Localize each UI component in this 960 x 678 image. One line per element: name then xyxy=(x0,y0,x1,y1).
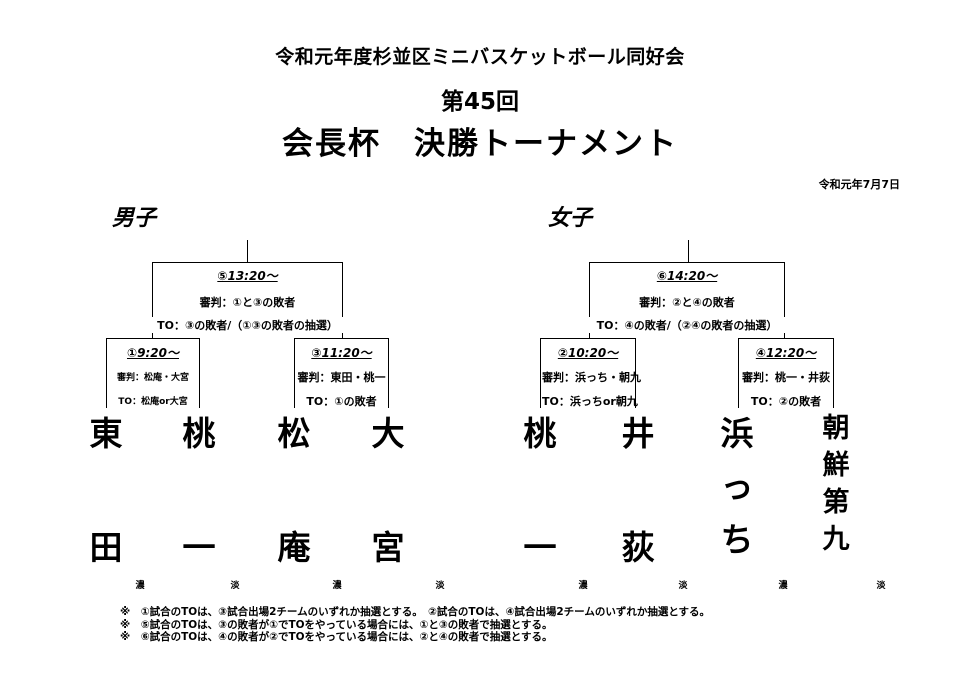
bracket-line xyxy=(388,338,389,408)
team-name: 大宮 xyxy=(371,414,405,567)
team-name: 松庵 xyxy=(277,414,311,567)
uniform-shade: 濃 xyxy=(578,581,588,591)
footnotes: ※ ①試合のTOは、③試合出場2チームのいずれか抽選とする。 ②試合のTOは、④… xyxy=(120,606,710,644)
bracket-line xyxy=(635,338,636,408)
bracket-line xyxy=(738,338,834,339)
page-title: 会長杯 決勝トーナメント xyxy=(282,126,678,162)
boys-final-to: TO：③の敗者/（①③の敗者の抽選） xyxy=(148,317,347,333)
boys-match3-time: ③11:20～ xyxy=(311,346,372,360)
organization-name: 令和元年度杉並区ミニバスケットボール同好会 xyxy=(275,46,685,68)
bracket-line xyxy=(688,240,689,262)
girls-section-label: 女子 xyxy=(548,206,593,231)
bracket-line xyxy=(589,262,785,263)
uniform-shade: 淡 xyxy=(876,581,886,591)
team-name: 朝鮮第九 xyxy=(822,413,850,555)
uniform-shade: 淡 xyxy=(230,581,240,591)
bracket-line xyxy=(589,262,590,338)
boys-match1-time: ①9:20～ xyxy=(126,346,179,360)
boys-final-referee: 審判：①と③の敗者 xyxy=(160,294,335,310)
girls-match2-to: TO：浜っちor朝九 xyxy=(542,393,638,409)
footnote: ※ ⑤試合のTOは、③の敗者が①でTOをやっている場合には、①と③の敗者で抽選と… xyxy=(120,618,553,631)
bracket-line xyxy=(342,262,343,338)
bracket-line xyxy=(784,262,785,338)
team-name: 桃一 xyxy=(182,414,216,567)
girls-match2-referee: 審判：浜っち・朝九 xyxy=(542,369,641,385)
team-name: 桃一 xyxy=(523,414,557,567)
boys-match1-referee: 審判：松庵・大宮 xyxy=(108,370,198,383)
girls-final-to: TO：④の敗者/（②④の敗者の抽選） xyxy=(585,317,789,333)
bracket-line xyxy=(106,338,107,408)
bracket-line xyxy=(199,338,200,408)
girls-final-referee: 審判：②と④の敗者 xyxy=(596,294,778,310)
bracket-line xyxy=(540,338,636,339)
boys-match1-to: TO：松庵or大宮 xyxy=(108,394,198,407)
girls-match4-time: ④12:20～ xyxy=(755,346,817,360)
footnote: ※ ①試合のTOは、③試合出場2チームのいずれか抽選とする。 ②試合のTOは、④… xyxy=(120,606,711,618)
team-name: 浜っち xyxy=(720,414,754,559)
bracket-line xyxy=(152,262,343,263)
document-date: 令和元年7月7日 xyxy=(818,178,900,191)
bracket-line xyxy=(540,338,541,408)
uniform-shade: 淡 xyxy=(435,581,445,591)
girls-match4-to: TO：②の敗者 xyxy=(740,393,832,409)
boys-match3-to: TO：①の敗者 xyxy=(296,393,387,409)
bracket-line xyxy=(152,262,153,338)
bracket-line xyxy=(738,338,739,408)
team-name: 東田 xyxy=(89,414,123,567)
girls-match4-referee: 審判：桃一・井荻 xyxy=(740,369,832,385)
bracket-line xyxy=(294,338,389,339)
boys-match3-referee: 審判：東田・桃一 xyxy=(296,369,387,385)
footnote: ※ ⑥試合のTOは、④の敗者が②でTOをやっている場合には、②と④の敗者で抽選と… xyxy=(120,631,553,643)
girls-match2-time: ②10:20～ xyxy=(557,346,619,360)
uniform-shade: 濃 xyxy=(778,581,788,591)
edition-number: 第45回 xyxy=(440,89,519,115)
girls-final-time: ⑥14:20～ xyxy=(656,269,718,283)
bracket-line xyxy=(247,240,248,262)
bracket-line xyxy=(294,338,295,408)
uniform-shade: 濃 xyxy=(135,581,145,591)
bracket-line xyxy=(833,338,834,408)
boys-section-label: 男子 xyxy=(112,206,157,231)
uniform-shade: 淡 xyxy=(678,581,688,591)
bracket-line xyxy=(106,338,200,339)
boys-final-time: ⑤13:20～ xyxy=(217,269,278,283)
uniform-shade: 濃 xyxy=(332,581,342,591)
team-name: 井荻 xyxy=(621,414,655,567)
